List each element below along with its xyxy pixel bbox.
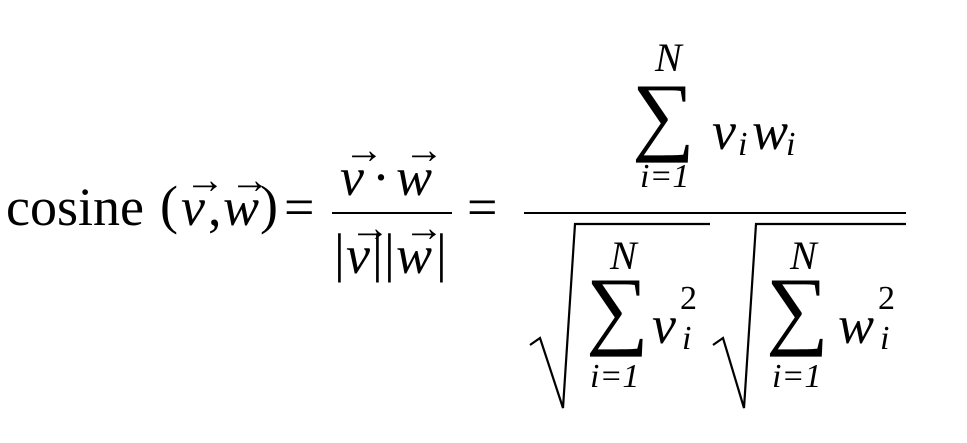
function-name: cosine — [6, 177, 144, 237]
vector-arrow: → — [344, 127, 384, 172]
variable-v: v — [712, 101, 736, 161]
subscript-i: i — [786, 126, 796, 163]
vector-w: w — [223, 177, 260, 237]
abs-bar: | — [372, 223, 383, 283]
variable-w: w — [752, 101, 789, 161]
lower-limit: i=1 — [590, 358, 640, 395]
exponent: 2 — [680, 280, 697, 317]
subscript-i: i — [880, 320, 890, 357]
paren-close: ) — [260, 175, 278, 235]
vector-arrow: → — [185, 157, 225, 202]
vector-v: v — [340, 147, 364, 207]
vector-w: w — [396, 147, 433, 207]
abs-bar: | — [334, 223, 345, 283]
lower-limit: i=1 — [640, 158, 690, 195]
paren-open: ( — [160, 175, 178, 235]
abs-bar: | — [436, 223, 447, 283]
equals-sign: = — [284, 177, 315, 237]
subscript-i: i — [738, 126, 748, 163]
equals-sign: = — [467, 177, 498, 237]
lower-limit: i=1 — [772, 358, 822, 395]
exponent: 2 — [878, 280, 895, 317]
variable-w: w — [838, 295, 875, 355]
abs-bar: | — [384, 223, 395, 283]
sum-icon: ∑ — [586, 261, 649, 358]
sum-icon: ∑ — [632, 67, 695, 164]
upper-limit: N — [790, 233, 817, 278]
fraction-bar — [524, 212, 906, 214]
vector-v: v — [181, 177, 205, 237]
vector-w: w — [396, 225, 433, 285]
dot-operator: · — [372, 147, 390, 207]
vector-arrow: → — [350, 205, 390, 250]
vector-v: v — [346, 225, 370, 285]
upper-limit: N — [655, 35, 682, 80]
vector-arrow: → — [404, 127, 444, 172]
comma: , — [208, 177, 222, 237]
vector-arrow: → — [404, 205, 444, 250]
sum-icon: ∑ — [766, 261, 829, 358]
upper-limit: N — [610, 233, 637, 278]
subscript-i: i — [682, 320, 692, 357]
vector-arrow: → — [230, 157, 270, 202]
variable-v: v — [652, 295, 676, 355]
fraction-bar — [332, 212, 452, 214]
